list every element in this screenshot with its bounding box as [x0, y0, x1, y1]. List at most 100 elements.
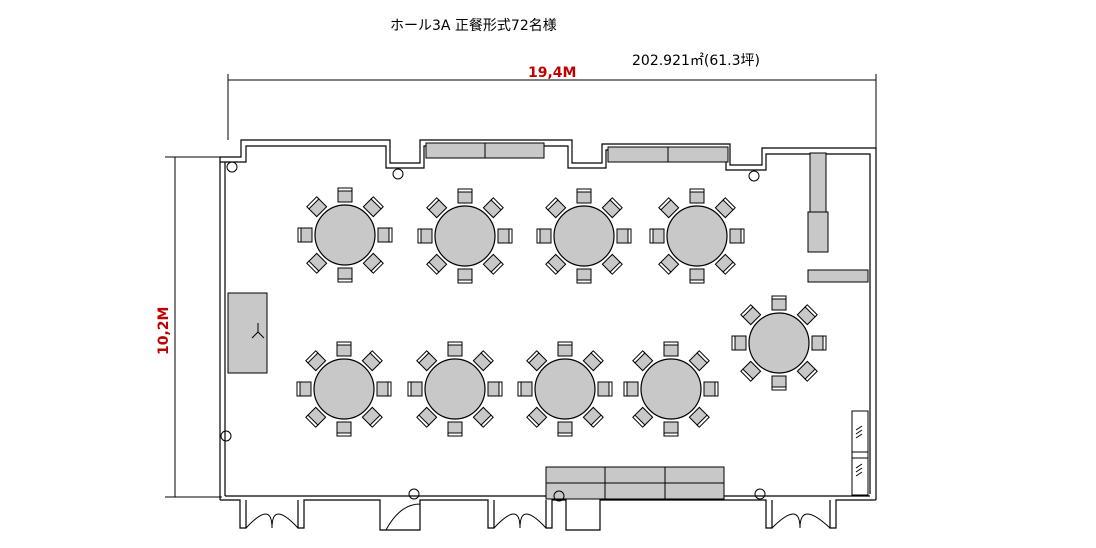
chair — [663, 341, 679, 357]
chair — [305, 350, 327, 372]
chair — [517, 381, 533, 397]
chair — [740, 360, 762, 382]
chair — [689, 188, 705, 204]
round-table-9 — [731, 295, 827, 391]
chair — [601, 253, 623, 275]
table-top — [666, 205, 728, 267]
table-top — [748, 312, 810, 374]
chair — [457, 268, 473, 284]
chair — [482, 253, 504, 275]
chair — [796, 360, 818, 382]
chair — [361, 350, 383, 372]
outlet-icon — [220, 430, 232, 442]
chair — [361, 406, 383, 428]
chair — [658, 197, 680, 219]
chair — [703, 381, 719, 397]
chair — [362, 196, 384, 218]
chair — [688, 350, 710, 372]
chair — [729, 228, 745, 244]
chair — [796, 304, 818, 326]
round-table-8 — [623, 341, 719, 437]
chair — [306, 196, 328, 218]
chair — [658, 253, 680, 275]
counters — [425, 142, 869, 500]
chair — [376, 381, 392, 397]
chair — [472, 350, 494, 372]
chair — [305, 406, 327, 428]
chair — [663, 421, 679, 437]
chair — [582, 406, 604, 428]
chair — [447, 421, 463, 437]
outlet-icon — [754, 488, 766, 500]
outlet-icons — [220, 161, 766, 502]
chair — [688, 406, 710, 428]
chair — [457, 188, 473, 204]
area-label: 202.921㎡(61.3坪) — [632, 53, 760, 69]
chair — [416, 350, 438, 372]
chair — [377, 227, 393, 243]
round-tables — [296, 187, 827, 437]
height-dimension-line — [165, 156, 222, 498]
round-table-2 — [417, 188, 513, 284]
chair — [714, 197, 736, 219]
chair — [416, 406, 438, 428]
chair — [407, 381, 423, 397]
round-table-5 — [296, 341, 392, 437]
round-table-7 — [517, 341, 613, 437]
chair — [497, 228, 513, 244]
chair — [576, 188, 592, 204]
chair — [740, 304, 762, 326]
outlet-icon — [553, 490, 565, 502]
chair — [714, 253, 736, 275]
chair — [487, 381, 503, 397]
chair — [362, 252, 384, 274]
podium-area — [227, 292, 268, 374]
chair — [296, 381, 312, 397]
outlet-icon — [748, 170, 760, 182]
height-dimension-label: 10,2M — [156, 307, 172, 355]
chair — [447, 341, 463, 357]
chair — [336, 341, 352, 357]
table-top — [534, 358, 596, 420]
chair — [526, 406, 548, 428]
chair — [601, 197, 623, 219]
side-rack — [851, 410, 869, 496]
chair — [649, 228, 665, 244]
table-top — [553, 205, 615, 267]
chair — [811, 335, 827, 351]
outlet-icon — [226, 161, 238, 173]
round-table-1 — [297, 187, 393, 283]
chair — [336, 421, 352, 437]
round-table-6 — [407, 341, 503, 437]
chair — [306, 252, 328, 274]
chair — [771, 375, 787, 391]
chair — [482, 197, 504, 219]
chair — [731, 335, 747, 351]
chair — [616, 228, 632, 244]
chair — [632, 406, 654, 428]
chair — [597, 381, 613, 397]
chair — [417, 228, 433, 244]
chair — [632, 350, 654, 372]
plan-title: ホール3A 正餐形式72名様 — [390, 18, 557, 34]
chair — [337, 187, 353, 203]
chair — [545, 197, 567, 219]
chair — [623, 381, 639, 397]
room-walls — [219, 139, 877, 531]
table-top — [640, 358, 702, 420]
round-table-4 — [649, 188, 745, 284]
doors — [245, 500, 831, 531]
chair — [557, 421, 573, 437]
outlet-icon — [408, 488, 420, 500]
chair — [576, 268, 592, 284]
table-top — [434, 205, 496, 267]
chair — [472, 406, 494, 428]
width-dimension-line — [227, 74, 877, 150]
chair — [557, 341, 573, 357]
table-top — [313, 358, 375, 420]
chair — [582, 350, 604, 372]
width-dimension-label: 19,4M — [528, 65, 576, 81]
table-top — [424, 358, 486, 420]
chair — [526, 350, 548, 372]
